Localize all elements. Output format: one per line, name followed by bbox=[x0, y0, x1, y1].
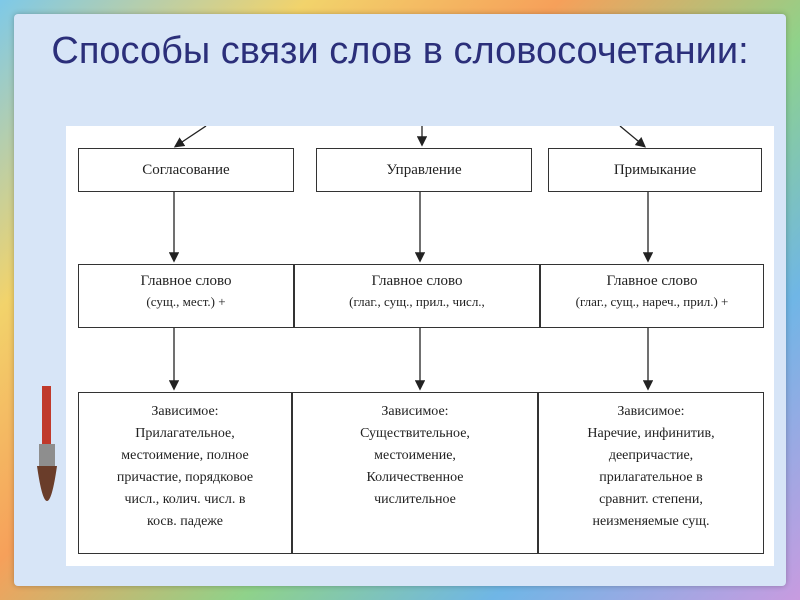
type-box-adjacency: Примыкание bbox=[548, 148, 762, 192]
dependent-box-agreement: Зависимое: Прилагательное, местоимение, … bbox=[78, 392, 292, 554]
arrow-in-left bbox=[173, 126, 207, 148]
main-word-parts: (сущ., мест.) + bbox=[146, 294, 226, 309]
dependent-line: деепричастие, bbox=[608, 448, 694, 463]
dependent-line: неизменяемые сущ. bbox=[592, 514, 710, 529]
dependent-label: Зависимое: bbox=[381, 404, 449, 419]
slide-title: Способы связи слов в словосочетании: bbox=[0, 26, 800, 76]
type-label: Управление bbox=[386, 162, 462, 178]
main-word-box-adjacency: Главное слово (глаг., сущ., нареч., прил… bbox=[540, 264, 764, 328]
type-box-agreement: Согласование bbox=[78, 148, 294, 192]
main-word-parts: (глаг., сущ., прил., числ., bbox=[349, 294, 485, 309]
dependent-line: причастие, порядковое bbox=[116, 470, 254, 485]
type-label: Примыкание bbox=[613, 162, 697, 178]
paintbrush-icon bbox=[32, 386, 62, 536]
dependent-line: косв. падеже bbox=[146, 514, 223, 529]
type-box-government: Управление bbox=[316, 148, 532, 192]
dependent-label: Зависимое: bbox=[617, 404, 685, 419]
dependent-line: прилагательное в bbox=[599, 470, 703, 485]
main-word-label: Главное слово bbox=[140, 273, 232, 289]
dependent-line: Существительное, bbox=[360, 426, 470, 441]
diagram-area: Согласование Управление Примыкание Главн… bbox=[66, 126, 774, 566]
dependent-line: Прилагательное, bbox=[135, 426, 235, 441]
connector-arrows bbox=[168, 126, 654, 391]
type-label: Согласование bbox=[142, 162, 230, 178]
main-word-label: Главное слово bbox=[606, 273, 698, 289]
dependent-line: сравнит. степени, bbox=[599, 492, 703, 507]
main-word-parts: (глаг., сущ., нареч., прил.) + bbox=[575, 294, 729, 309]
arrow-in-right bbox=[619, 126, 646, 148]
dependent-line: Наречие, инфинитив, bbox=[587, 426, 715, 441]
dependent-label: Зависимое: bbox=[151, 404, 219, 419]
dependent-line: местоимение, bbox=[374, 448, 456, 463]
dependent-box-government: Зависимое: Существительное, местоимение,… bbox=[292, 392, 538, 554]
main-word-label: Главное слово bbox=[371, 273, 463, 289]
main-word-box-agreement: Главное слово (сущ., мест.) + bbox=[78, 264, 294, 328]
dependent-box-adjacency: Зависимое: Наречие, инфинитив, деепричас… bbox=[538, 392, 764, 554]
dependent-line: местоимение, полное bbox=[121, 448, 249, 463]
dependent-line: Количественное bbox=[366, 470, 464, 485]
main-word-box-government: Главное слово (глаг., сущ., прил., числ.… bbox=[294, 264, 540, 328]
dependent-line: числ., колич. числ. в bbox=[124, 492, 246, 507]
title-text: Способы связи слов в словосочетании: bbox=[51, 30, 749, 72]
dependent-line: числительное bbox=[374, 492, 456, 507]
